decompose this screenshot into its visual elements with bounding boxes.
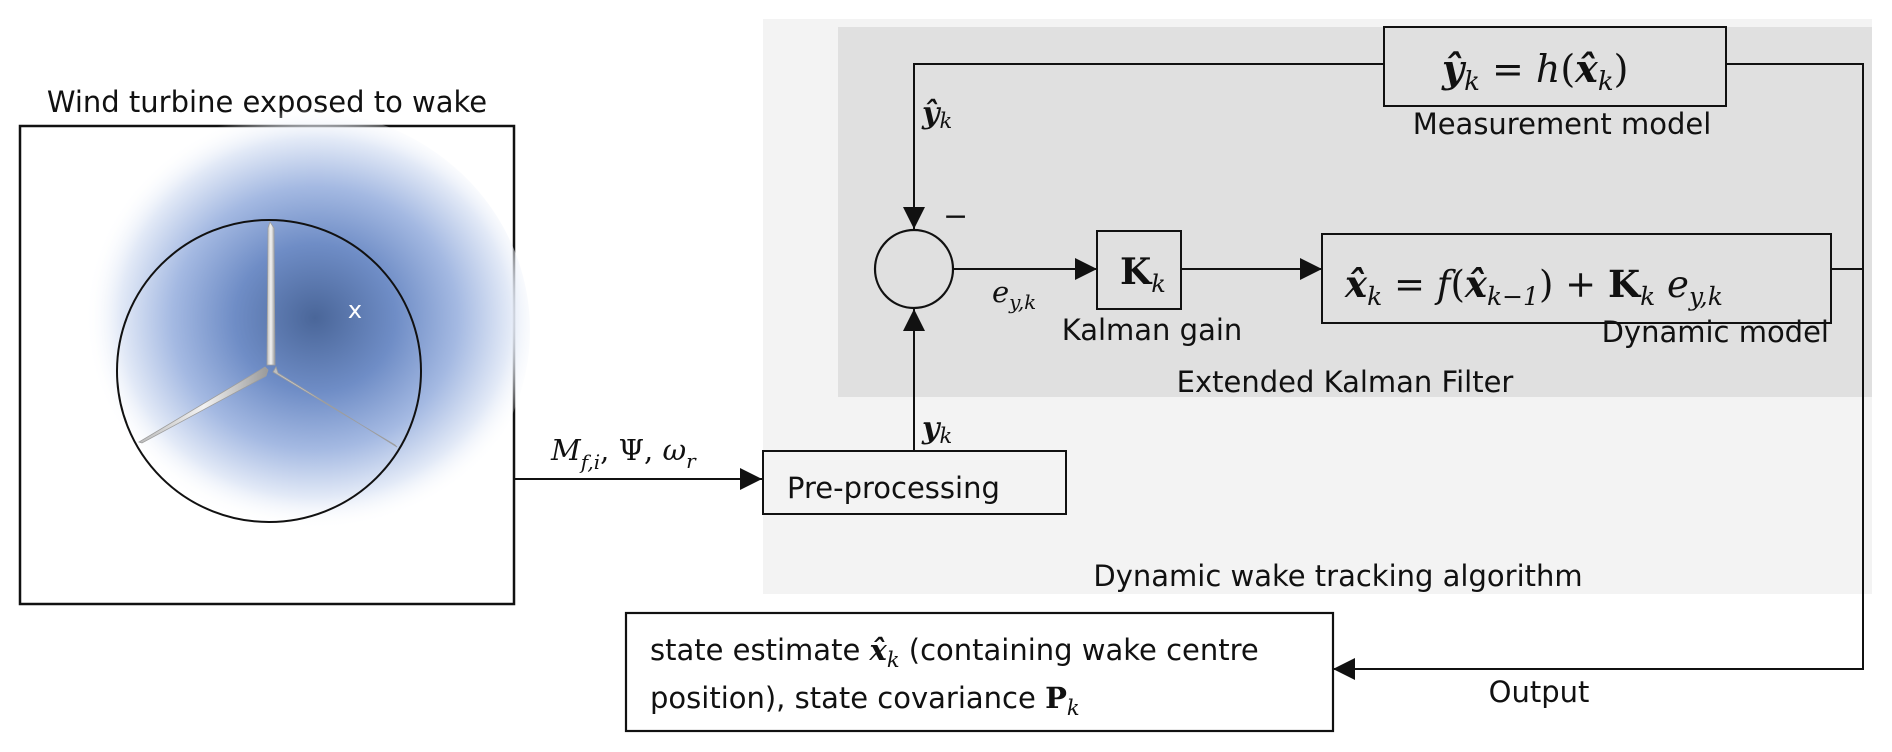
kalman-gain-equation: Kk xyxy=(1120,251,1166,298)
predicted-measurement-arrow xyxy=(903,63,1384,229)
dynamic-model-caption: Dynamic model xyxy=(1602,315,1829,349)
ekf-group-label: Extended Kalman Filter xyxy=(1177,365,1514,399)
extended-kalman-filter-region xyxy=(838,27,1872,397)
output-state-line-1: state estimate x̂k (containing wake cent… xyxy=(650,633,1259,672)
preprocessing-label: Pre-processing xyxy=(787,471,1000,505)
kalman-gain-caption: Kalman gain xyxy=(1062,313,1243,347)
predicted-measurement-label: ŷk xyxy=(921,96,952,133)
algorithm-group-label: Dynamic wake tracking algorithm xyxy=(1093,559,1582,593)
minus-sign: − xyxy=(943,199,968,234)
turbine-rotor-icon xyxy=(138,221,398,448)
rotor-disc xyxy=(116,219,422,523)
error-signal-label: ey,k xyxy=(992,275,1036,314)
wake-deficit-area xyxy=(70,110,530,550)
measurement-model-equation: ŷk = h(x̂k) xyxy=(1441,46,1628,97)
dynamic-model-block[interactable] xyxy=(1321,233,1832,324)
input-signal-label: Mf,i, Ψ, ωr xyxy=(550,433,697,474)
output-arrow xyxy=(1333,269,1864,680)
measurement-model-block[interactable] xyxy=(1383,26,1727,107)
output-state-line-2: position), state covariance Pk xyxy=(650,681,1080,720)
rotor-blade xyxy=(138,366,269,444)
output-state-box[interactable] xyxy=(624,611,1335,733)
wake-centre-marker: x xyxy=(348,296,362,324)
rotor-blade xyxy=(272,366,398,448)
measured-signal-label: yk xyxy=(921,411,952,448)
dynamic-model-equation: x̂k = f(x̂k−1) + Kk ey,k xyxy=(1344,262,1723,311)
measurement-feed-line xyxy=(1726,63,1864,270)
rotor-blade xyxy=(266,221,276,366)
output-label: Output xyxy=(1489,675,1590,709)
measurement-model-caption: Measurement model xyxy=(1413,107,1712,141)
